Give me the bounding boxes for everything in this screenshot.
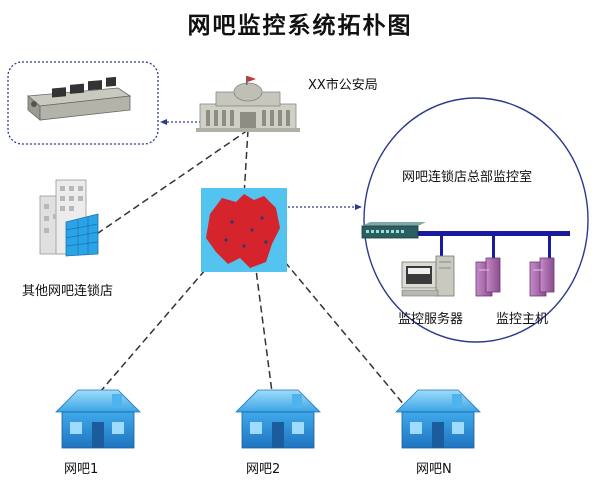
police-label: XX市公安局 xyxy=(308,78,378,93)
control-panel-icon xyxy=(26,76,132,121)
control-panel-box xyxy=(7,61,159,145)
network-switch-icon xyxy=(361,222,426,239)
office-buildings-icon xyxy=(39,179,99,257)
lan-bus-line xyxy=(418,231,570,264)
house-icon-cafe2 xyxy=(235,389,321,449)
link-map-cafen xyxy=(284,261,406,407)
government-building-icon xyxy=(196,76,300,132)
cafe2-label: 网吧2 xyxy=(246,462,281,477)
house-icon-cafen xyxy=(395,389,481,449)
link-map-cafe2 xyxy=(254,261,273,393)
diagram-title: 网吧监控系统拓朴图 xyxy=(187,13,413,39)
cafen-label: 网吧N xyxy=(416,462,452,477)
monitor-host-label: 监控主机 xyxy=(496,312,549,327)
monitor-server-label: 监控服务器 xyxy=(398,312,464,327)
monitoring-host-icon xyxy=(475,257,555,297)
link-police-map xyxy=(243,129,249,197)
cafe1-label: 网吧1 xyxy=(64,462,99,477)
hq-monitoring-room xyxy=(361,97,589,343)
arrow-head-hq xyxy=(355,204,362,210)
house-icon-cafe1 xyxy=(55,389,141,449)
monitoring-server-icon xyxy=(401,255,455,297)
network-map-icon xyxy=(201,188,287,272)
link-map-cafe1 xyxy=(99,261,213,393)
other-chain-label: 其他网吧连锁店 xyxy=(22,284,114,299)
hq-room-label: 网吧连锁店总部监控室 xyxy=(402,170,533,185)
arrow-head-panel xyxy=(160,119,167,125)
